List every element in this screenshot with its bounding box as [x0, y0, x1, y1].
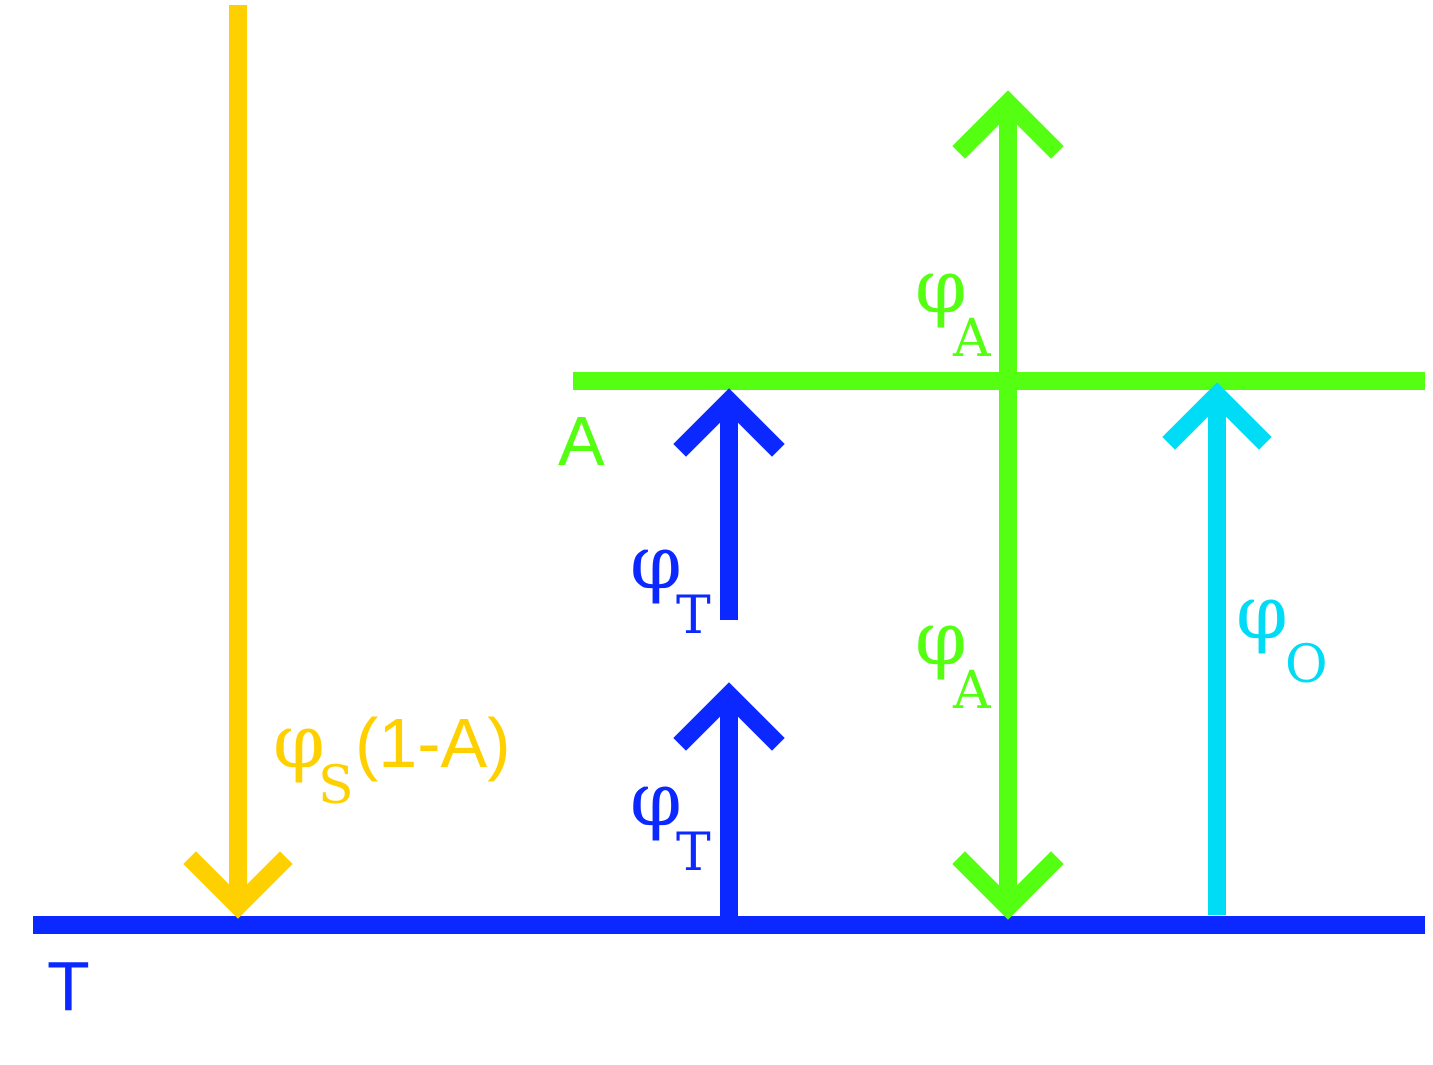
blue-lower-rate-label: φ T: [630, 757, 711, 883]
yellow-phi-symbol: φ: [273, 699, 325, 785]
blue-upper-phi-symbol: φ: [630, 520, 682, 606]
upper-level-label: A: [558, 402, 605, 480]
blue-upper-up-arrow: [673, 388, 785, 620]
green-lower-phi-symbol: φ: [915, 596, 967, 682]
blue-lower-phi-subscript: T: [676, 823, 711, 883]
blue-upper-rate-label: φ T: [630, 520, 711, 646]
green-double-arrow: [952, 90, 1064, 920]
yellow-rate-label: φ S (1-A): [273, 699, 511, 816]
green-upper-phi-symbol: φ: [915, 244, 967, 330]
green-lower-phi-subscript: A: [952, 661, 992, 721]
cyan-phi-subscript: O: [1285, 635, 1328, 695]
green-upper-rate-label: φ A: [915, 244, 992, 369]
yellow-down-arrow: [183, 5, 293, 919]
green-upper-phi-subscript: A: [952, 309, 992, 369]
cyan-rate-label: φ O: [1236, 570, 1328, 695]
yellow-phi-subscript: S: [318, 756, 354, 816]
blue-lower-up-arrow: [673, 682, 785, 918]
cyan-up-arrow: [1162, 382, 1272, 915]
cyan-phi-symbol: φ: [1236, 570, 1288, 656]
blue-upper-phi-subscript: T: [676, 586, 711, 646]
yellow-phi-suffix: (1-A): [355, 704, 511, 782]
ground-level-label: T: [47, 947, 90, 1025]
blue-lower-phi-symbol: φ: [630, 757, 682, 843]
green-lower-rate-label: φ A: [915, 596, 992, 721]
